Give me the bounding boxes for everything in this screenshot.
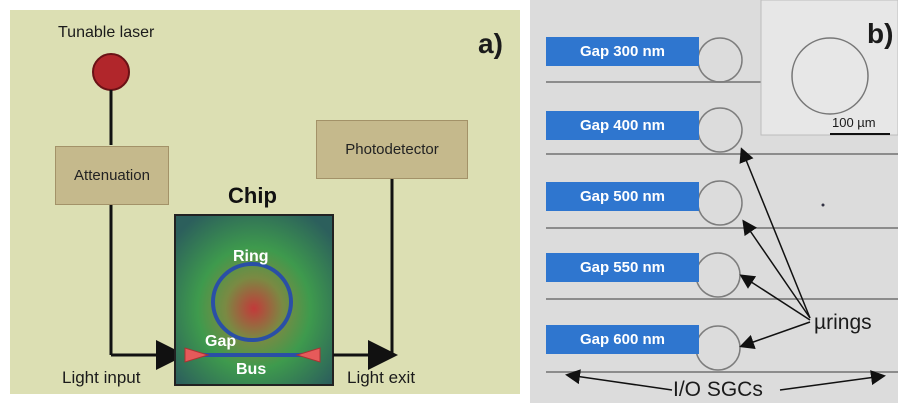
photodetector-box: Photodetector	[316, 120, 468, 179]
ring-resonator	[211, 262, 293, 342]
inset-ring	[791, 37, 869, 115]
gap-label-4: Gap 550 nm	[546, 253, 699, 282]
micro-ring-1	[697, 37, 743, 83]
panel-a-letter: a)	[478, 28, 503, 59]
panel-b-micrograph: Gap 300 nm Gap 400 nm Gap 500 nm Gap 550…	[530, 0, 898, 403]
chip	[174, 214, 334, 386]
attenuation-box: Attenuation	[55, 146, 169, 205]
inset-scale-label: 100 µm	[832, 115, 876, 130]
rings-arrow-1	[739, 147, 811, 319]
input-taper	[184, 347, 210, 363]
gap-label: Gap	[205, 333, 237, 350]
gap-label-5: Gap 600 nm	[546, 325, 699, 354]
bus-label: Bus	[236, 361, 267, 378]
panel-a-setup-diagram: a) Tunable laser Attenuation Photodetect…	[10, 10, 520, 394]
panel-b-letter: b)	[867, 18, 894, 49]
sgc-arrow-left	[565, 369, 673, 391]
attenuation-label: Attenuation	[74, 167, 150, 184]
micro-ring-4	[695, 252, 741, 298]
laser-source	[92, 53, 130, 91]
light-exit-label: Light exit	[347, 368, 416, 387]
rings-label: µrings	[814, 311, 872, 334]
panel-a-drawing	[92, 53, 398, 386]
chip-title: Chip	[228, 183, 277, 208]
output-taper	[295, 347, 321, 363]
light-input-label: Light input	[62, 368, 141, 387]
rings-arrow-3	[739, 274, 811, 321]
dust-speck	[821, 203, 825, 207]
gap-label-2: Gap 400 nm	[546, 111, 699, 140]
panel-b-drawing	[546, 0, 898, 391]
gap-label-3: Gap 500 nm	[546, 182, 699, 211]
micro-ring-2	[697, 107, 743, 153]
laser-label: Tunable laser	[58, 24, 155, 41]
rings-arrow-2	[742, 219, 811, 319]
inset-image	[760, 0, 898, 136]
micro-ring-3	[697, 180, 743, 226]
gap-label-1: Gap 300 nm	[546, 37, 699, 66]
photodetector-label: Photodetector	[345, 141, 439, 158]
rings-arrow-4	[739, 321, 811, 350]
micro-ring-5	[695, 325, 741, 371]
ring-label: Ring	[233, 248, 269, 265]
sgc-arrow-right	[779, 370, 886, 391]
sgc-label: I/O SGCs	[673, 378, 763, 401]
